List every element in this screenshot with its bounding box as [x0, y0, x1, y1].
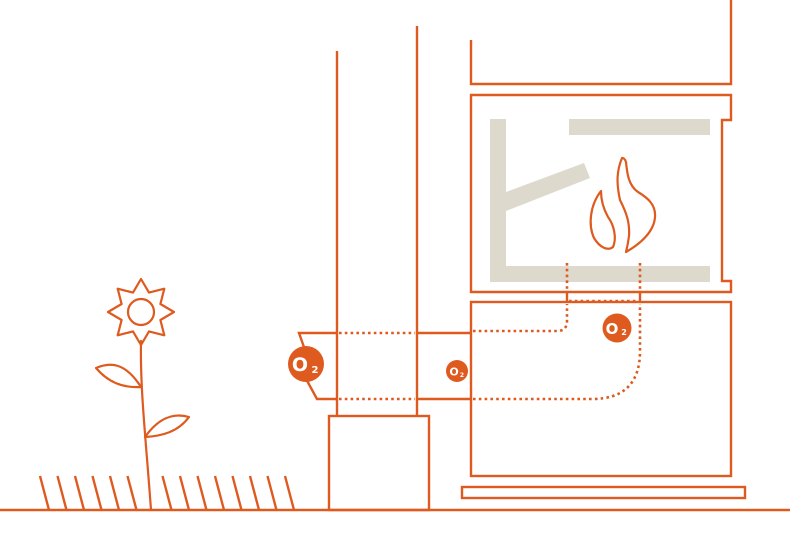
base-block	[327, 414, 431, 512]
firebrick-bottom	[490, 266, 710, 282]
grass-blade	[248, 475, 261, 511]
lower-chamber	[469, 300, 733, 478]
flower-petals	[106, 277, 176, 347]
grass-blade	[73, 475, 86, 511]
air-intake-bottom	[303, 376, 337, 401]
airflow-dotted-lower-path	[473, 304, 642, 401]
grass-blade	[56, 475, 68, 511]
grass-blade	[126, 475, 138, 511]
flower-center	[126, 297, 156, 327]
flower-stem	[139, 339, 153, 512]
flower	[94, 277, 191, 512]
oxygen-symbol: O	[606, 320, 619, 338]
grass-blade	[196, 475, 208, 511]
flame-left	[589, 189, 616, 250]
plinth	[460, 485, 747, 500]
grass-blade	[161, 475, 173, 511]
grass	[38, 475, 296, 511]
firebrick-back	[490, 119, 506, 282]
airflow-dotted-upper-path	[473, 304, 569, 333]
oxygen-symbol: O	[292, 354, 308, 376]
stove-top-section	[469, 0, 733, 86]
grass-blade	[91, 475, 103, 511]
firebrick-baffle	[506, 163, 590, 211]
flame-right	[616, 156, 657, 254]
air-intake-top	[297, 331, 337, 351]
flower-leaf-right	[143, 414, 191, 439]
flame	[589, 156, 657, 254]
oxygen-badge-stove: O 2	[602, 313, 632, 343]
oxygen-subscript: 2	[312, 365, 319, 376]
firebox	[469, 93, 733, 294]
flower-leaf-left	[94, 363, 143, 389]
oxygen-badge-wall: O 2	[446, 360, 468, 382]
grass-blade	[213, 475, 226, 511]
grass-blade	[266, 475, 278, 511]
grass-blade	[231, 475, 243, 511]
firebrick-top	[569, 119, 710, 135]
grass-blade	[283, 475, 296, 511]
oxygen-symbol: O	[449, 366, 458, 379]
oxygen-subscript: 2	[621, 328, 627, 337]
grass-blade	[38, 475, 51, 511]
grass-blade	[178, 475, 191, 511]
oxygen-subscript: 2	[460, 372, 464, 379]
grass-blade	[108, 475, 121, 511]
oxygen-badge-outside: O 2	[288, 346, 324, 382]
